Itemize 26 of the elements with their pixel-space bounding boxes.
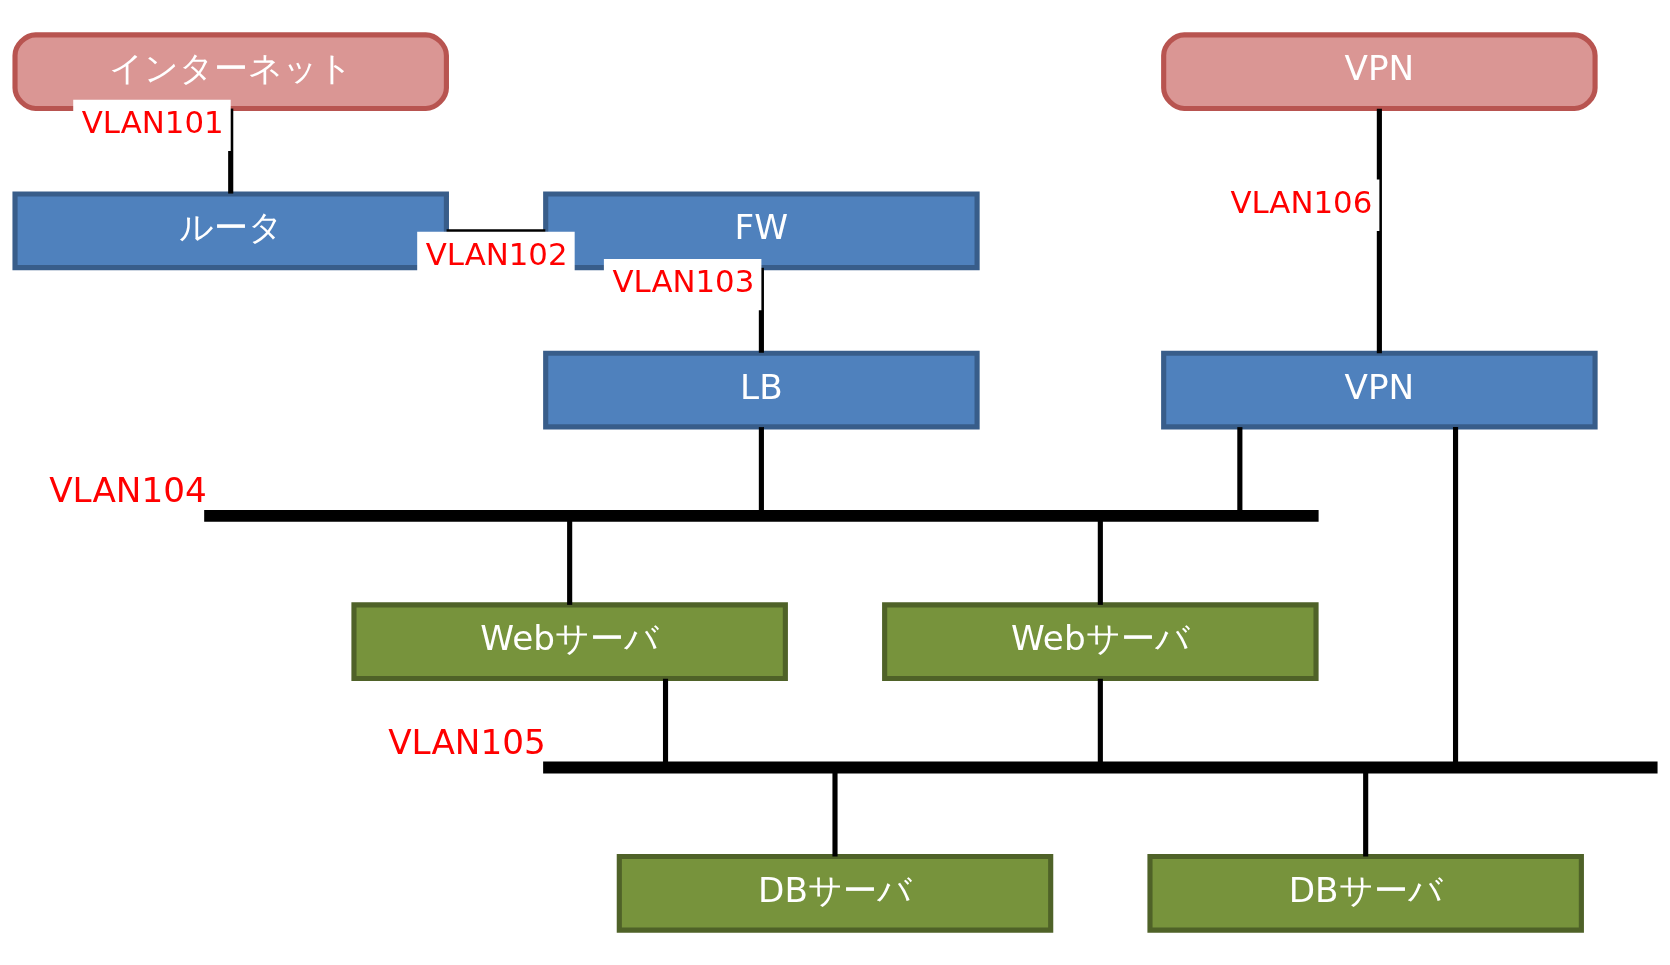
- node-box: VPN: [1161, 350, 1598, 430]
- connector: [1097, 678, 1103, 764]
- connector: [1363, 771, 1369, 857]
- connector: [446, 229, 546, 235]
- connector: [1237, 427, 1243, 513]
- connector: [662, 678, 669, 764]
- node-label: VLAN104: [49, 470, 207, 511]
- node-bar: [543, 761, 1658, 774]
- node-box: LB: [543, 350, 980, 430]
- node-box: Webサーバ: [882, 602, 1319, 682]
- connector: [1376, 108, 1382, 354]
- node-box: DBサーバ: [1147, 853, 1584, 933]
- connector: [758, 427, 764, 513]
- connector: [228, 108, 234, 194]
- connector: [1097, 519, 1103, 605]
- node-box: Webサーバ: [351, 602, 788, 682]
- connector: [567, 519, 573, 605]
- connector: [758, 267, 764, 353]
- node-bar: [204, 509, 1319, 522]
- edge-label: VLAN106: [1230, 183, 1373, 220]
- connector: [832, 771, 838, 857]
- node-label: VLAN105: [388, 721, 546, 762]
- node-box: DBサーバ: [616, 853, 1054, 933]
- node-box: VPN: [1161, 32, 1598, 112]
- connector: [1453, 426, 1459, 764]
- node-box: インターネット: [12, 32, 449, 112]
